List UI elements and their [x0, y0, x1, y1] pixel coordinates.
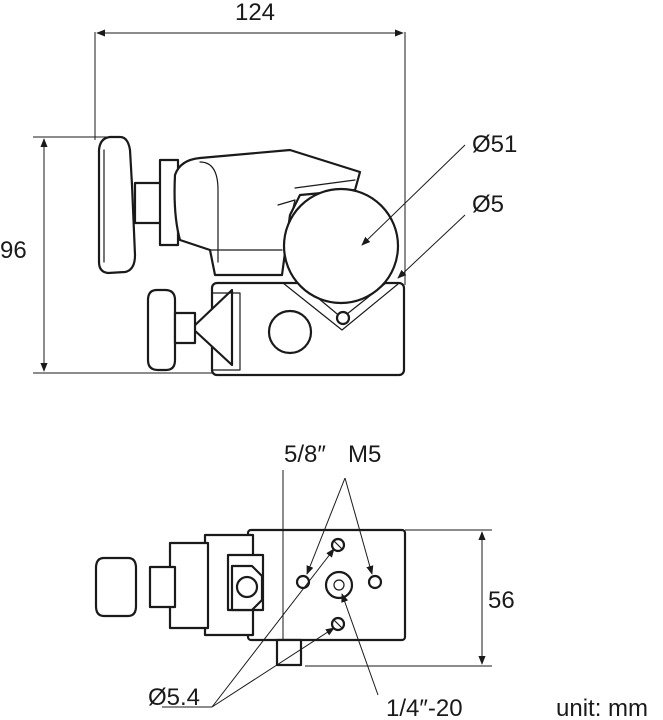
clamp-section [94, 533, 265, 637]
thread-58-label: 5/8″ [284, 441, 326, 468]
thread-14-leader [341, 593, 379, 696]
unit-label: unit: mm [556, 695, 648, 720]
m5-leader-b [344, 477, 374, 575]
width-dimension [94, 29, 406, 285]
d5-leader [397, 214, 466, 279]
d54-leader-a [211, 548, 335, 708]
diameter-5-label: Ø5 [472, 191, 504, 218]
depth-label: 56 [488, 587, 515, 614]
holes [295, 537, 383, 632]
d54-leader-b [211, 627, 335, 708]
lower-knob [146, 288, 197, 372]
base-block [190, 281, 406, 377]
d51-leader [361, 144, 466, 246]
hole-m5 [367, 574, 383, 590]
m5-leader-a [306, 477, 346, 575]
side-view: 124 96 [0, 0, 517, 377]
pipe-section [282, 187, 400, 305]
height-label: 96 [0, 237, 27, 264]
upper-knob [97, 135, 180, 275]
hole-diameter-label: Ø5.4 [148, 684, 200, 711]
pin-hole [335, 310, 351, 326]
bottom-view: 5/8″ M5 56 Ø5.4 1/4″-20 [94, 441, 515, 720]
hole-58 [295, 574, 311, 590]
thread-14-label: 1/4″-20 [386, 695, 463, 720]
locating-pin [275, 638, 303, 667]
diameter-51-label: Ø51 [472, 131, 517, 158]
width-label: 124 [235, 0, 275, 26]
hole-14-20 [324, 570, 354, 600]
depth-dimension [305, 529, 492, 667]
clamp-body [173, 148, 362, 277]
thread-m5-label: M5 [348, 441, 381, 468]
